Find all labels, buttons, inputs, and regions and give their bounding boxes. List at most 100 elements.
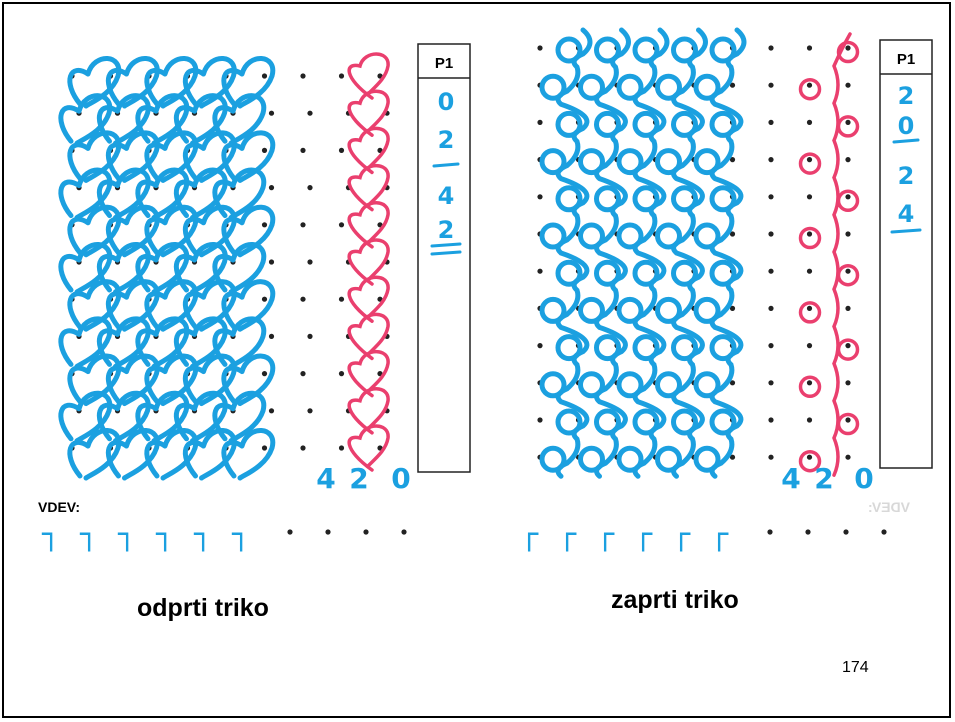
needle-dot: [805, 529, 811, 535]
open-loop-stitch: [58, 242, 113, 295]
needle-dot: [806, 157, 813, 163]
guide-loop-red: [347, 89, 390, 137]
closed-loop-stitch: [539, 73, 567, 101]
open-loop-stitch: [135, 167, 190, 221]
needle-dot: [338, 371, 345, 377]
closed-loop-stitch: [555, 334, 583, 362]
closed-loop-stitch: [693, 371, 721, 399]
needle-dot: [261, 147, 268, 153]
closed-loop-stitch: [693, 73, 721, 101]
vdev-mark: ┌: [520, 517, 539, 552]
left-p1-box: [417, 43, 471, 473]
closed-loop-stitch: [693, 148, 721, 176]
vdev-mark: ┐: [155, 517, 174, 552]
right-notation-4: 4: [898, 200, 915, 228]
open-loop-stitch: [174, 167, 228, 221]
needle-dot: [729, 82, 736, 88]
needle-dot: [325, 529, 331, 535]
needle-dot: [537, 45, 543, 51]
needle-dot: [729, 380, 736, 386]
closed-loop-stitch: [616, 222, 644, 250]
needle-dot: [307, 185, 313, 191]
closed-loop-stitch: [655, 371, 682, 399]
closed-loop-stitch: [616, 73, 644, 101]
closed-loop-stitch: [555, 36, 583, 64]
closed-loop-stitch: [709, 110, 737, 138]
caption-zaprti-triko: zaprti triko: [611, 586, 739, 614]
needle-dot: [268, 110, 275, 116]
open-loop-stitch: [97, 167, 151, 221]
closed-loop-stitch: [671, 334, 698, 362]
closed-loop-stitch: [709, 185, 737, 213]
open-loop-stitch: [58, 93, 113, 146]
vdev-mark: ┐: [231, 517, 250, 552]
needle-dot: [261, 222, 268, 228]
left-notation-4: 2: [438, 216, 455, 244]
left-notation-1: 0: [438, 88, 455, 116]
right-notation-3: 2: [898, 162, 915, 190]
needle-dot: [261, 73, 268, 79]
needle-dot: [729, 231, 736, 237]
guide-wale-red: [832, 32, 852, 477]
closed-loop-wale: [671, 27, 708, 479]
needle-dot: [268, 259, 275, 265]
needle-dot: [268, 185, 275, 191]
open-loop-stitch: [174, 93, 228, 146]
left-scale-4: 4: [316, 462, 335, 495]
closed-loop-stitch: [671, 259, 698, 287]
closed-loop-stitch: [555, 110, 583, 138]
closed-loop-wale: [709, 27, 747, 479]
needle-dot: [768, 268, 774, 274]
needle-dot: [287, 529, 293, 535]
needle-dot: [729, 157, 736, 163]
closed-loop-stitch: [655, 73, 682, 101]
open-loop-stitch: [97, 390, 151, 444]
open-loop-stitch: [221, 428, 276, 481]
needle-dot: [338, 222, 345, 228]
needle-dot: [806, 380, 813, 386]
page-number: 174: [842, 659, 869, 676]
needle-dot: [806, 82, 813, 88]
svg-text:VDEV:: VDEV:: [868, 499, 910, 515]
needle-dot: [268, 408, 275, 414]
needle-dot: [768, 305, 774, 311]
vdev-mark: ┌: [558, 517, 577, 552]
closed-loop-stitch: [539, 371, 567, 399]
vdev-mark: ┐: [193, 517, 212, 552]
needle-dot: [537, 119, 543, 125]
guide-loop-red: [347, 312, 390, 361]
guide-loop-red: [798, 77, 822, 101]
needle-dot: [729, 305, 736, 311]
closed-loop-stitch: [539, 445, 567, 473]
guide-loop-red: [347, 52, 390, 100]
closed-loop-stitch: [671, 110, 698, 138]
open-loop-stitch: [135, 242, 190, 295]
needle-dot: [537, 194, 543, 200]
needle-dot: [845, 380, 851, 386]
closed-loop-stitch: [594, 408, 621, 436]
needle-dot: [300, 296, 306, 302]
closed-loop-stitch: [539, 296, 567, 324]
open-loop-stitch: [174, 242, 228, 295]
closed-loop-stitch: [632, 185, 660, 213]
guide-loop-red: [798, 226, 822, 250]
closed-loop-wale: [555, 27, 593, 479]
guide-loop-red: [836, 338, 860, 361]
open-loop-stitch: [212, 390, 267, 444]
needle-dot: [768, 417, 774, 423]
needle-dot: [363, 529, 369, 535]
caption-odprti-triko: odprti triko: [137, 594, 269, 622]
needle-dot: [537, 343, 543, 349]
needle-dot: [261, 445, 268, 451]
closed-loop-stitch: [555, 259, 583, 287]
left-diagram-odprti: [58, 52, 390, 481]
closed-loop-stitch: [578, 445, 605, 473]
needle-dot: [338, 147, 345, 153]
guide-loop-red: [347, 163, 390, 212]
open-loop-stitch: [212, 167, 267, 221]
vdev-mark: ┌: [634, 517, 653, 552]
closed-loop-stitch: [671, 408, 698, 436]
open-loop-stitch: [97, 242, 151, 295]
needle-dot: [261, 296, 268, 302]
